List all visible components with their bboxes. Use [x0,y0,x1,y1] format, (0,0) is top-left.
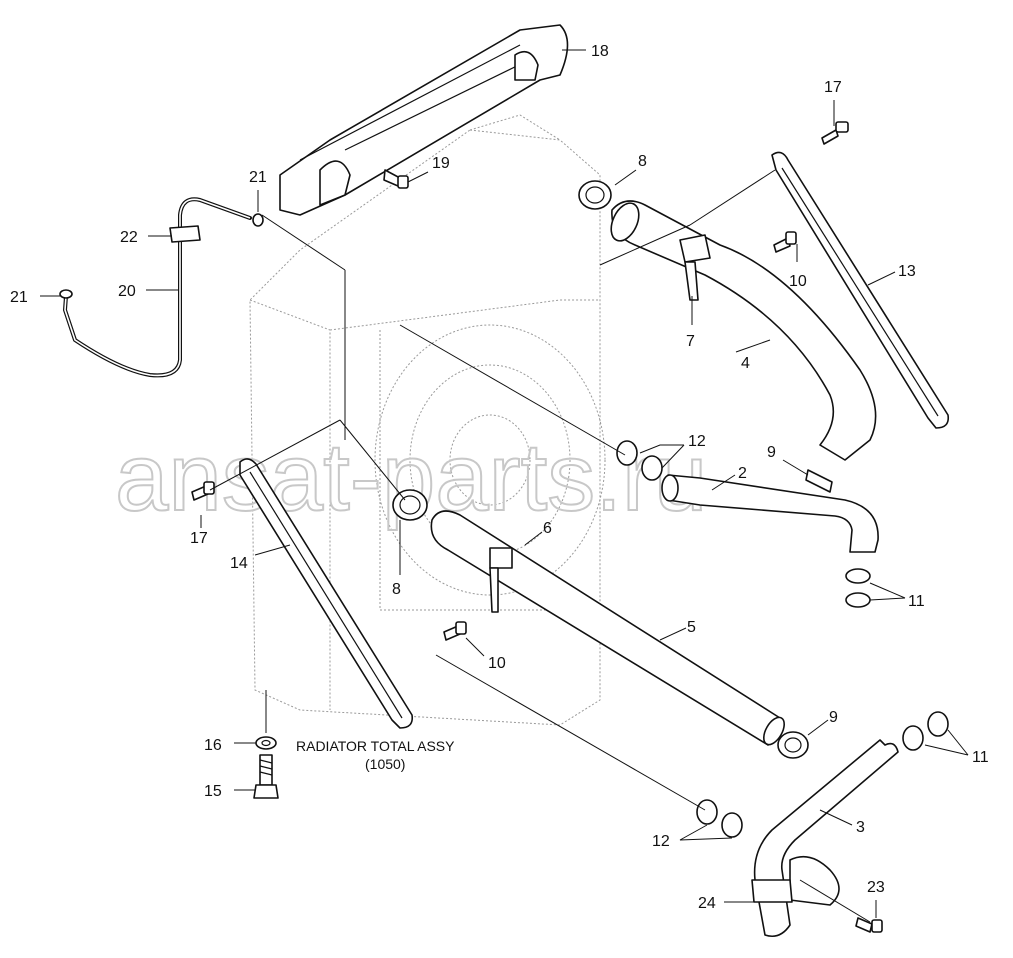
clamp-9-bottom [777,731,809,759]
part-13-stay [771,151,950,429]
callout-6: 6 [543,520,552,537]
part-3-hose [751,739,899,938]
clamp-12-pair-top [616,440,663,481]
part-10-bolt-top [773,231,797,253]
callout-11-top: 11 [908,593,925,610]
callout-10-top: 10 [789,273,807,290]
callout-18: 18 [591,43,609,60]
part-14-stay [239,458,414,729]
part-5-hose [430,510,786,746]
part-18-cover [279,24,569,216]
callout-21-top: 21 [249,169,267,186]
callout-21-left: 21 [10,289,28,306]
callout-10-bottom: 10 [488,655,506,672]
callout-9-top: 9 [767,444,776,461]
clamp-11-pair-bottom [902,711,949,751]
callout-17-top: 17 [824,79,842,96]
part-23-bolt [855,917,883,933]
clamp-11-pair-top [845,568,871,608]
clamp-12-pair-bottom [696,799,743,838]
callout-16: 16 [204,737,222,754]
clamp-9-top [805,469,833,493]
callout-20: 20 [118,283,136,300]
radiator-caption-code: (1050) [365,756,405,772]
callout-22: 22 [120,229,138,246]
part-4-upper-hose [610,200,877,461]
callout-23: 23 [867,879,885,896]
callout-12-bottom: 12 [652,833,670,850]
part-20-pipe [59,197,264,378]
radiator-caption: RADIATOR TOTAL ASSY [296,738,455,754]
part-16-washer [255,736,277,750]
callout-12-top: 12 [688,433,706,450]
callout-17-left: 17 [190,530,208,547]
part-15-bolt [253,754,279,799]
callout-11-bottom: 11 [972,749,989,766]
leader-lines [40,49,969,923]
radiator-ghost [249,114,606,726]
callout-4: 4 [741,355,750,372]
callout-8-top: 8 [638,153,647,170]
callout-labels: 18 19 21 22 20 21 8 17 10 13 7 4 12 9 2 … [10,43,989,912]
callout-13: 13 [898,263,916,280]
part-19-bolt [383,169,409,189]
callout-8-left: 8 [392,581,401,598]
part-2-hose [661,474,879,553]
callout-14: 14 [230,555,248,572]
callout-15: 15 [204,783,222,800]
part-17-bolt-left [191,481,215,501]
part-10-bolt-bottom [443,621,467,641]
callout-3: 3 [856,819,865,836]
clamp-8-left [392,489,428,521]
callout-2: 2 [738,465,747,482]
callout-24: 24 [698,895,716,912]
clamp-8-top [578,180,612,210]
callout-7: 7 [686,333,695,350]
callout-5: 5 [687,619,696,636]
callout-19: 19 [432,155,450,172]
part-17-bolt-top [821,121,849,145]
callout-9-bottom: 9 [829,709,838,726]
